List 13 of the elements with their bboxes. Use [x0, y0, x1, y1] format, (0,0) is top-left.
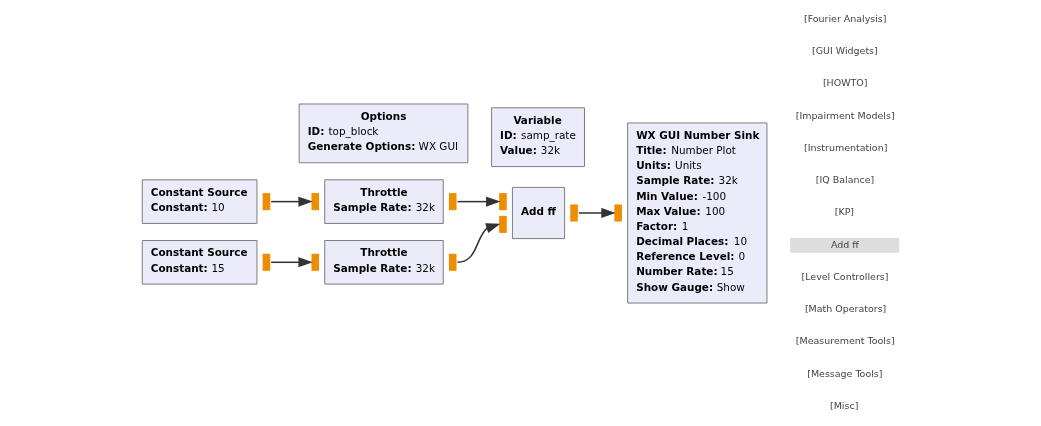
- label: [Message Tools]: [807, 367, 883, 379]
- label: [Misc]: [830, 399, 859, 411]
- label: [Instrumentation]: [803, 141, 888, 153]
- label: [Impairment Models]: [795, 109, 895, 121]
- label: [IQ Balance]: [815, 174, 875, 186]
- label: [Measurement Tools]: [795, 335, 895, 347]
- label: [GUI Widgets]: [812, 45, 878, 57]
- label: [HOWTO]: [822, 77, 868, 89]
- label: [Fourier Analysis]: [803, 12, 887, 24]
- label: [Math Operators]: [804, 303, 887, 315]
- label: Add ff: [830, 238, 859, 250]
- label: [KP]: [834, 206, 855, 218]
- label: [Level Controllers]: [801, 270, 889, 282]
